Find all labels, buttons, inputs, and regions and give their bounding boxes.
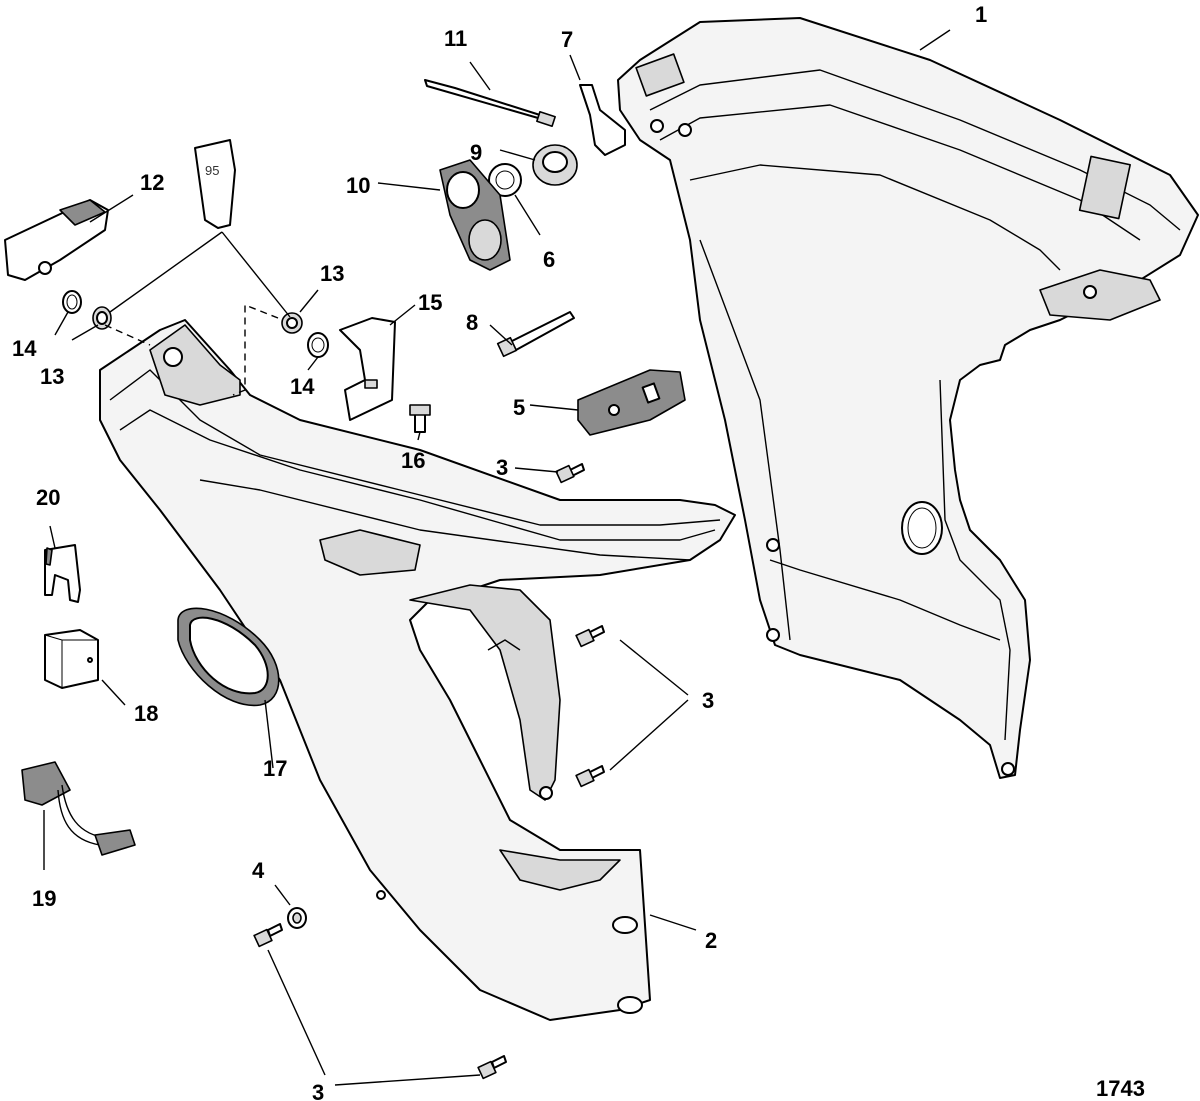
handle-part-12 (4, 199, 109, 281)
callout-11: 11 (444, 26, 467, 51)
harness-part-19 (21, 761, 136, 856)
callout-16: 16 (401, 448, 425, 473)
callout-13-left: 13 (40, 364, 64, 389)
callout-14-right: 14 (290, 374, 315, 399)
callout-17: 17 (263, 756, 287, 781)
grommet-part-10 (439, 159, 511, 271)
washer-part-13-right (281, 312, 303, 334)
callout-9: 9 (470, 140, 482, 165)
figure-number: 1743 (1096, 1076, 1145, 1101)
ring-part-6 (488, 163, 522, 197)
sealant-tube: 95 (194, 139, 236, 229)
callout-10: 10 (346, 173, 370, 198)
bracket-part-7 (579, 84, 626, 156)
box-part-18 (44, 629, 99, 689)
callout-6: 6 (543, 247, 555, 272)
screw-part-3-mid-2 (575, 765, 605, 788)
callout-8: 8 (466, 310, 478, 335)
upper-cowl-part-1 (617, 17, 1199, 779)
clip-part-20 (44, 544, 81, 603)
callout-5: 5 (513, 395, 525, 420)
sealant-tube-marking: 95 (205, 163, 219, 178)
callout-14-left: 14 (12, 336, 37, 361)
callout-15: 15 (418, 290, 442, 315)
screw-part-8 (496, 311, 575, 358)
screw-part-3-lower-left (253, 923, 283, 948)
rod-part-11 (424, 79, 556, 128)
plate-part-15 (339, 317, 396, 421)
callout-19: 19 (32, 886, 56, 911)
leader-lines (43, 29, 951, 1086)
callout-4: 4 (252, 858, 265, 883)
callout-1: 1 (975, 2, 987, 27)
callout-3-upper: 3 (496, 455, 508, 480)
callout-18: 18 (134, 701, 158, 726)
cover-part-5 (577, 369, 686, 436)
callout-3-bottom: 3 (312, 1080, 324, 1101)
screw-part-3-bottom (477, 1055, 507, 1080)
callout-labels: 1 2 3 3 3 4 5 6 7 8 9 10 11 12 13 13 14 … (12, 2, 987, 1101)
callout-12: 12 (140, 170, 164, 195)
callout-7: 7 (561, 27, 573, 52)
oval-grommet-part-17 (177, 607, 280, 707)
screw-part-16 (409, 404, 431, 433)
callout-2: 2 (705, 928, 717, 953)
callout-20: 20 (36, 485, 60, 510)
callout-13-right: 13 (320, 261, 344, 286)
washer-part-13-left (92, 306, 112, 330)
washer-part-14-right (307, 332, 329, 358)
washer-part-4 (287, 907, 307, 929)
screw-part-3-upper (555, 463, 585, 484)
cap-part-9 (532, 144, 578, 186)
callout-3-right: 3 (702, 688, 714, 713)
screw-part-3-mid-1 (575, 625, 605, 648)
washer-part-14-left (62, 290, 82, 314)
lower-cowl-part-2 (99, 319, 736, 1021)
